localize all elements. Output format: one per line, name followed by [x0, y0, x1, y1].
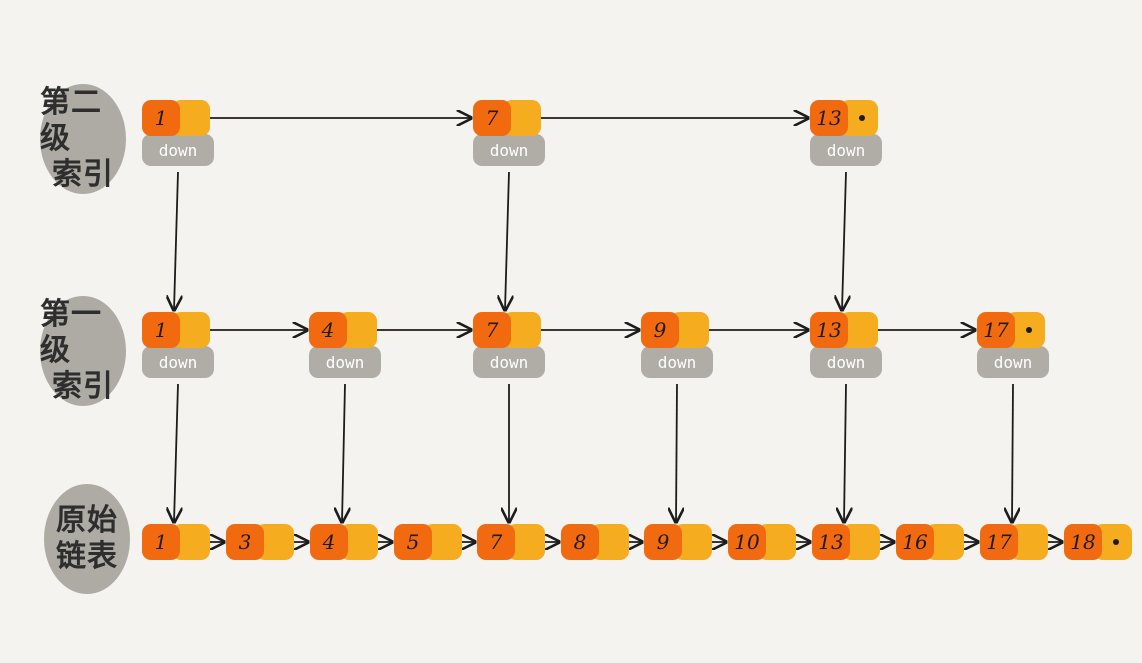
node-key: 3	[226, 524, 264, 560]
null-pointer-icon	[1113, 539, 1119, 545]
down-arrow-level1	[676, 383, 677, 522]
node-key: 10	[728, 524, 766, 560]
down-arrow-level2	[842, 171, 846, 310]
node-key: 7	[473, 312, 511, 348]
node-down-pointer: down	[309, 346, 381, 378]
node-key: 9	[644, 524, 682, 560]
down-arrow-level1	[1012, 383, 1013, 522]
node-key: 5	[394, 524, 432, 560]
node-down-pointer: down	[473, 346, 545, 378]
node-down-pointer: down	[142, 346, 214, 378]
null-pointer-icon	[859, 115, 865, 121]
node-key: 13	[812, 524, 850, 560]
level-label-line2: 索引	[52, 369, 114, 404]
node-key: 16	[896, 524, 934, 560]
node-key: 7	[473, 100, 511, 136]
level-label-line1: 原始	[56, 503, 118, 538]
level-label-level2: 第二级 索引	[40, 84, 126, 194]
down-arrow-level1	[342, 383, 345, 522]
node-down-pointer: down	[641, 346, 713, 378]
level-label-line1: 第一级	[40, 297, 102, 368]
level-label-level1: 第一级 索引	[40, 296, 126, 406]
down-arrow-level1	[844, 383, 846, 522]
node-key: 17	[980, 524, 1018, 560]
node-key: 8	[561, 524, 599, 560]
node-key: 1	[142, 312, 180, 348]
node-down-pointer: down	[473, 134, 545, 166]
down-arrow-level1	[174, 383, 178, 522]
level-label-line2: 链表	[56, 539, 118, 574]
down-arrow-level2	[174, 171, 178, 310]
level-label-line1: 第二级	[40, 85, 102, 156]
node-down-pointer: down	[810, 134, 882, 166]
node-key: 1	[142, 524, 180, 560]
level-label-level0: 原始 链表	[44, 484, 130, 594]
node-key: 9	[641, 312, 679, 348]
node-key: 17	[977, 312, 1015, 348]
node-key: 13	[810, 100, 848, 136]
node-key: 18	[1064, 524, 1102, 560]
node-key: 1	[142, 100, 180, 136]
node-key: 4	[309, 312, 347, 348]
level-label-line2: 索引	[52, 157, 114, 192]
node-down-pointer: down	[977, 346, 1049, 378]
node-down-pointer: down	[142, 134, 214, 166]
down-arrow-level2	[505, 171, 509, 310]
node-key: 7	[477, 524, 515, 560]
null-pointer-icon	[1026, 327, 1032, 333]
node-key: 13	[810, 312, 848, 348]
node-down-pointer: down	[810, 346, 882, 378]
node-key: 4	[310, 524, 348, 560]
